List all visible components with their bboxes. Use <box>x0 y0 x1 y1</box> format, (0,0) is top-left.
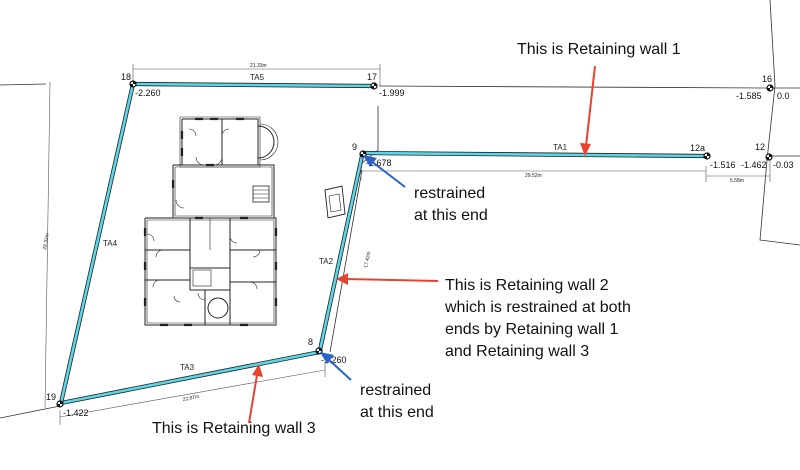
tag-ta2: TA2 <box>319 257 334 266</box>
point-8-id: 8 <box>308 337 313 347</box>
blue-arrow-bottom <box>320 352 352 381</box>
note-retaining-wall-2-line3: ends by Retaining wall 1 <box>445 321 619 338</box>
wall-ta2 <box>317 153 365 353</box>
point-16-id: 16 <box>762 74 772 84</box>
dim-ta2: 17.42m <box>363 251 372 269</box>
tag-ta5: TA5 <box>250 73 265 82</box>
marker-12a <box>703 152 711 160</box>
red-arrow-rw2 <box>336 273 439 285</box>
boundary-line-bottom-left <box>0 405 61 419</box>
point-12a-level: -1.516 <box>710 160 736 170</box>
dim-ta1: 29.52m <box>525 173 542 179</box>
note-retaining-wall-2-line4: and Retaining wall 3 <box>445 343 590 360</box>
point-9-level: -1.678 <box>366 158 392 168</box>
annotation-arrows <box>248 65 596 424</box>
note-restrained-bottom-line2: at this end <box>360 404 434 421</box>
dim-bottom: 22.87m <box>182 394 200 403</box>
point-12-level: -1.462 <box>741 160 767 170</box>
point-16-extra: 0.0 <box>777 91 790 101</box>
dimension-texts: 21.33m 29.52m 5.58m 28.32m 17.42m 22.87m <box>42 63 744 403</box>
wall-ta3 <box>58 349 323 406</box>
dim-left: 28.32m <box>42 233 51 250</box>
retaining-walls <box>58 81 709 406</box>
note-retaining-wall-3: This is Retaining wall 3 <box>152 420 316 437</box>
wall-tags: TA5 TA1 TA2 TA3 TA4 <box>103 73 568 372</box>
tag-ta1: TA1 <box>553 143 568 152</box>
note-restrained-top-line1: restrained <box>414 185 486 202</box>
marker-17 <box>370 82 378 90</box>
point-labels: 18 -2.260 17 -1.999 16 -1.585 0.0 9 -1.6… <box>46 72 794 418</box>
note-restrained-bottom-line1: restrained <box>360 382 432 399</box>
note-retaining-wall-1: This is Retaining wall 1 <box>517 41 681 58</box>
point-9-id: 9 <box>352 142 357 152</box>
point-18-id: 18 <box>121 72 131 82</box>
red-arrow-rw3 <box>248 364 263 424</box>
wall-ta1 <box>359 150 709 159</box>
small-structure <box>324 185 346 219</box>
point-19-level: -1.422 <box>63 408 89 418</box>
note-restrained-top-line2: at this end <box>414 207 488 224</box>
boundary-line-17-16 <box>378 85 800 89</box>
wall-ta5 <box>130 81 375 89</box>
boundary-offset-ta2 <box>329 169 363 353</box>
note-retaining-wall-2-line2: which is restrained at both <box>445 299 631 316</box>
point-16-level: -1.585 <box>736 91 762 101</box>
survey-markers <box>56 80 774 408</box>
point-8-level: -1.260 <box>321 355 347 365</box>
marker-18 <box>129 80 137 88</box>
marker-16 <box>766 84 774 92</box>
point-17-level: -1.999 <box>379 88 405 98</box>
point-12-extra: -0.03 <box>773 160 794 170</box>
note-retaining-wall-2-line1: This is Retaining wall 2 <box>445 277 609 294</box>
boundary-line-right <box>759 0 800 246</box>
point-12a-id: 12a <box>690 143 705 153</box>
wall-ta4 <box>58 81 136 406</box>
red-arrow-rw1 <box>580 65 596 156</box>
point-12-id: 12 <box>755 142 765 152</box>
boundary-line-left <box>0 83 47 86</box>
blue-arrow-top <box>363 155 406 188</box>
point-18-level: -2.260 <box>135 88 161 98</box>
tag-ta4: TA4 <box>103 239 118 248</box>
boundary-lines <box>0 0 800 419</box>
building-floor-plan <box>143 116 279 327</box>
dimension-lines <box>44 64 771 425</box>
tag-ta3: TA3 <box>180 363 195 372</box>
dim-top: 21.33m <box>250 63 267 69</box>
point-19-id: 19 <box>46 392 56 402</box>
marker-19 <box>56 400 64 408</box>
point-17-id: 17 <box>367 72 377 82</box>
dim-right: 5.58m <box>730 178 744 184</box>
marker-12 <box>765 153 773 161</box>
